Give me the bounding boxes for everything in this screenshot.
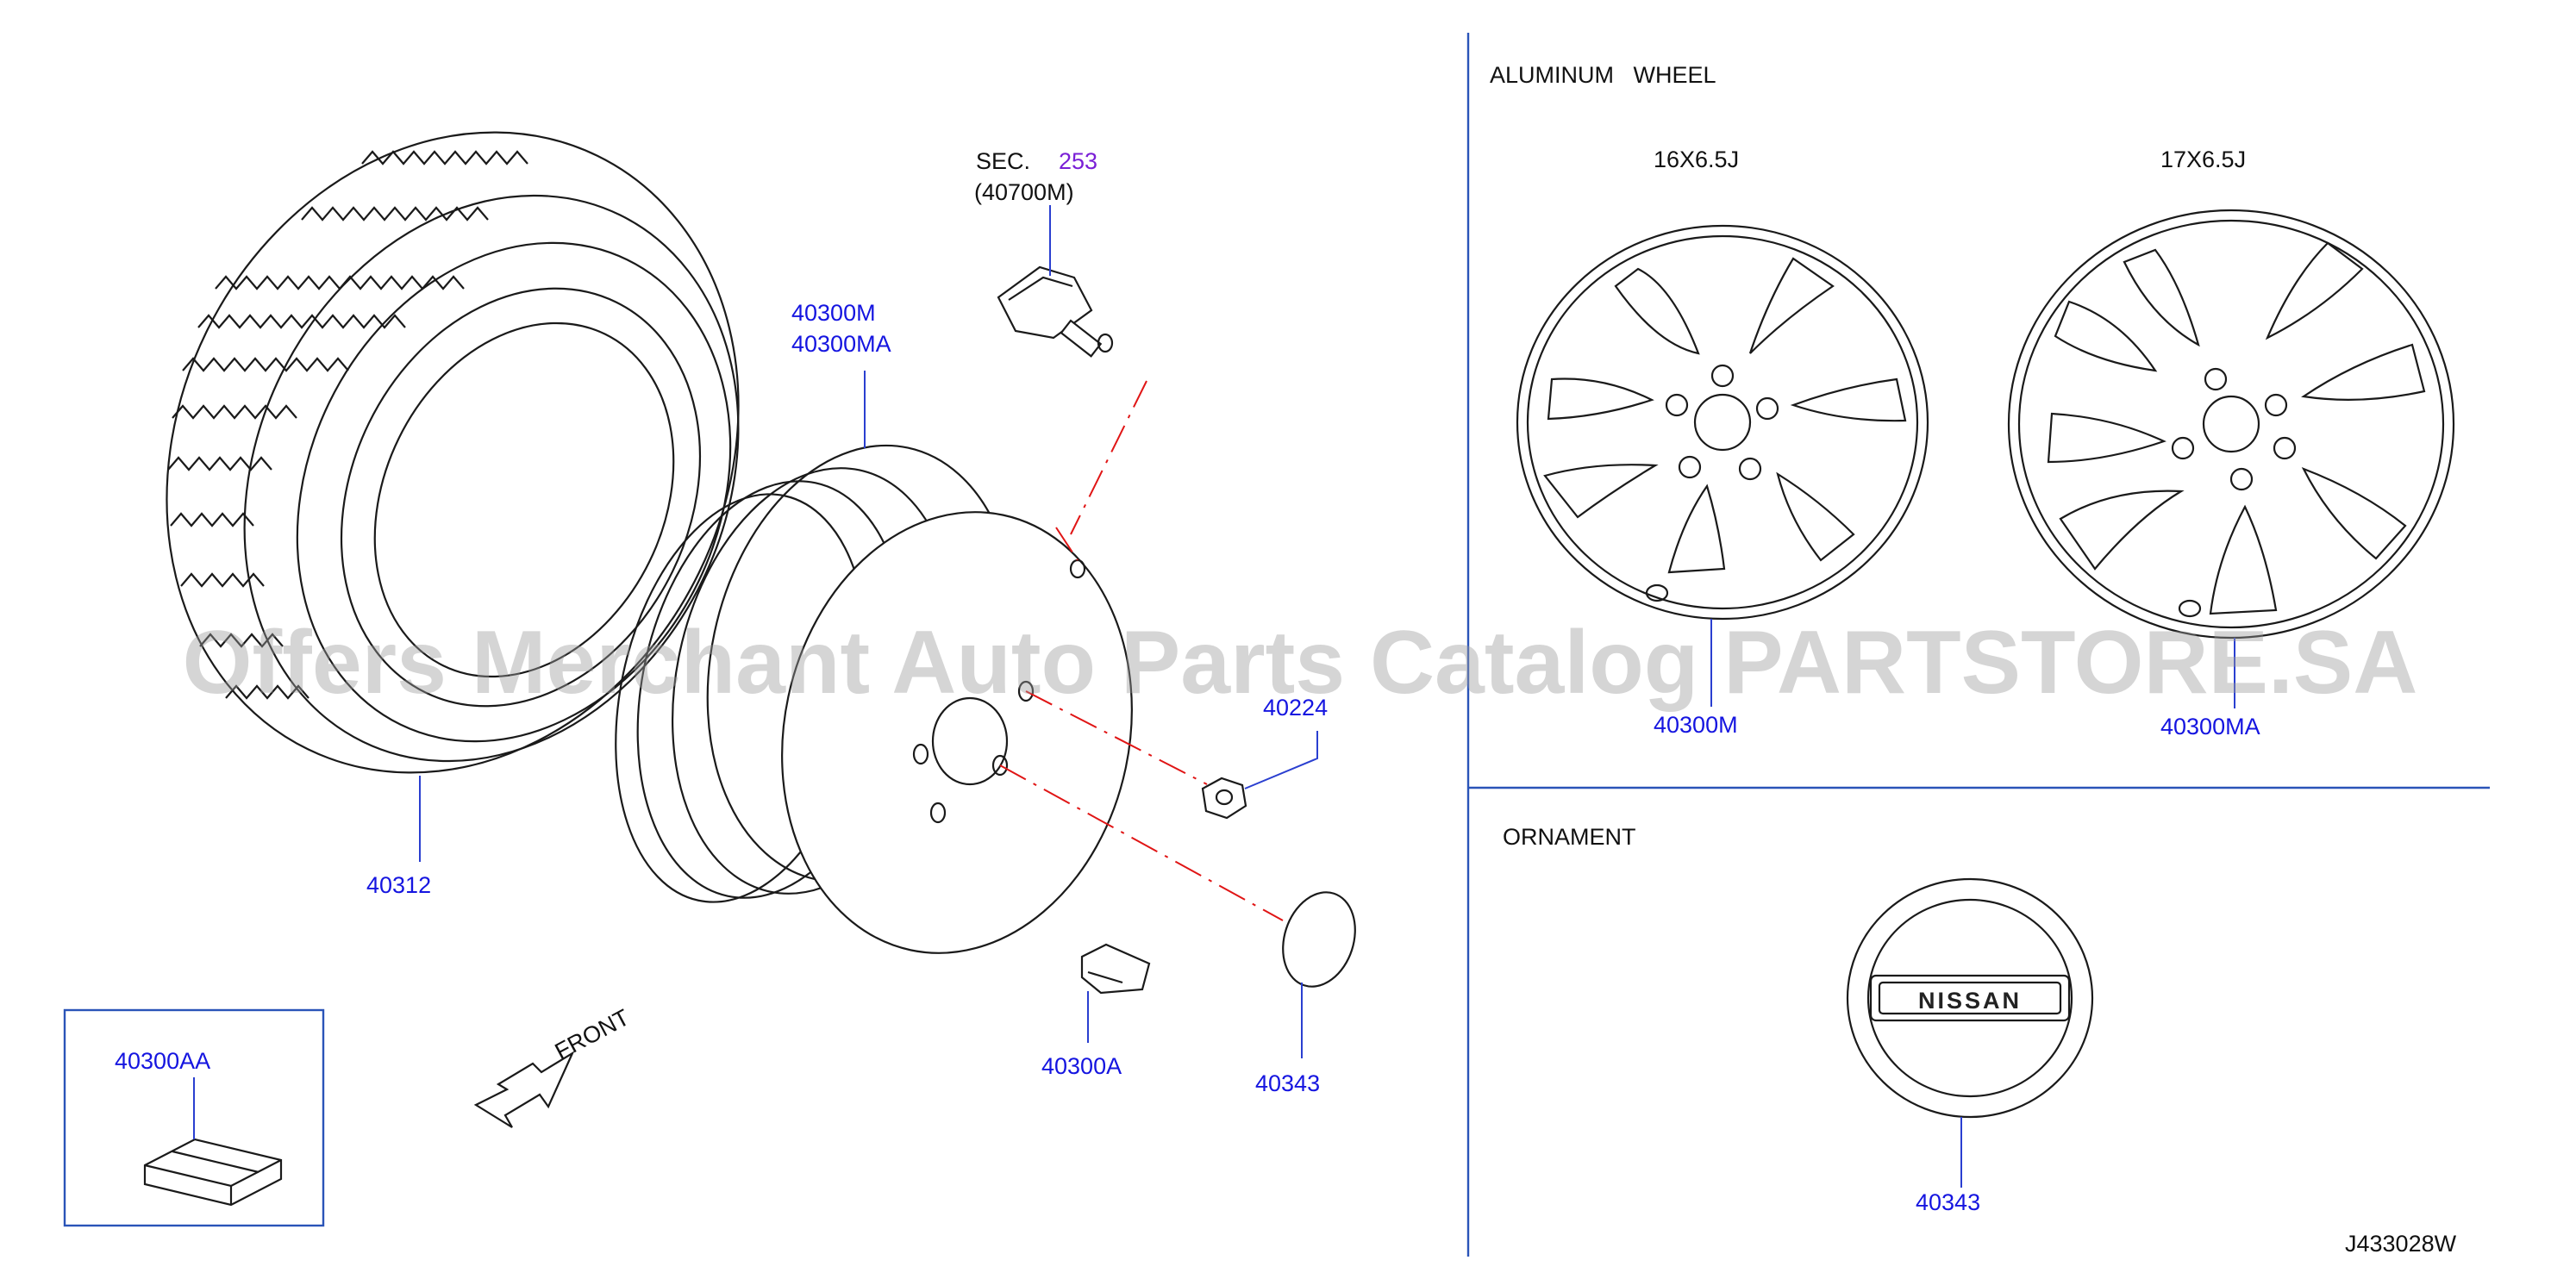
rim-hole-centerline bbox=[1055, 527, 1079, 561]
front-arrow-icon bbox=[473, 1051, 575, 1128]
center-cap-drawing bbox=[1282, 891, 1356, 988]
sec-prefix: SEC. bbox=[976, 148, 1030, 174]
wheel-nut-drawing bbox=[1201, 777, 1247, 820]
tpms-sensor-drawing bbox=[997, 265, 1114, 358]
balance-weight-drawing bbox=[143, 1138, 283, 1207]
valve-drawing bbox=[1080, 943, 1151, 995]
part-label-cap[interactable]: 40343 bbox=[1255, 1070, 1320, 1096]
wheel-size-17: 17X6.5J bbox=[2160, 147, 2246, 172]
alloy-wheel-17-drawing bbox=[2007, 209, 2455, 640]
sec-number-link[interactable]: 253 bbox=[1059, 148, 1097, 174]
diagram-code: J433028W bbox=[2345, 1231, 2457, 1257]
sec-part-number: (40700M) bbox=[974, 179, 1074, 205]
part-label-tire[interactable]: 40312 bbox=[366, 872, 431, 898]
sensor-centerline bbox=[1070, 380, 1147, 535]
section-title-aluminum-wheel: ALUMINUM WHEEL bbox=[1490, 62, 1716, 88]
ornament-logo-text: NISSAN bbox=[1918, 988, 2022, 1014]
watermark-text: Offers Merchant Auto Parts Catalog PARTS… bbox=[183, 613, 2418, 713]
balance-weight-box bbox=[63, 1008, 325, 1227]
ornament-drawing: NISSAN bbox=[1846, 877, 2094, 1119]
leader-nut bbox=[1244, 731, 1318, 789]
section-title-ornament: ORNAMENT bbox=[1503, 824, 1636, 850]
part-label-weight[interactable]: 40300AA bbox=[115, 1048, 210, 1074]
part-label-alu16[interactable]: 40300M bbox=[1654, 712, 1738, 738]
tire-drawing bbox=[166, 131, 740, 774]
nut-centerline bbox=[1025, 690, 1208, 785]
part-label-nut[interactable]: 40224 bbox=[1263, 695, 1328, 721]
part-label-rim-b[interactable]: 40300MA bbox=[791, 331, 891, 357]
front-label: FRONT bbox=[551, 1004, 634, 1064]
part-label-ornament[interactable]: 40343 bbox=[1916, 1189, 1980, 1215]
wheel-size-16: 16X6.5J bbox=[1654, 147, 1739, 172]
part-label-alu17[interactable]: 40300MA bbox=[2160, 714, 2260, 739]
cap-centerline bbox=[999, 764, 1284, 921]
part-label-rim-a[interactable]: 40300M bbox=[791, 300, 876, 326]
part-label-valve[interactable]: 40300A bbox=[1041, 1053, 1122, 1079]
alloy-wheel-16-drawing bbox=[1516, 224, 1929, 621]
steel-rim-drawing bbox=[615, 444, 1133, 954]
